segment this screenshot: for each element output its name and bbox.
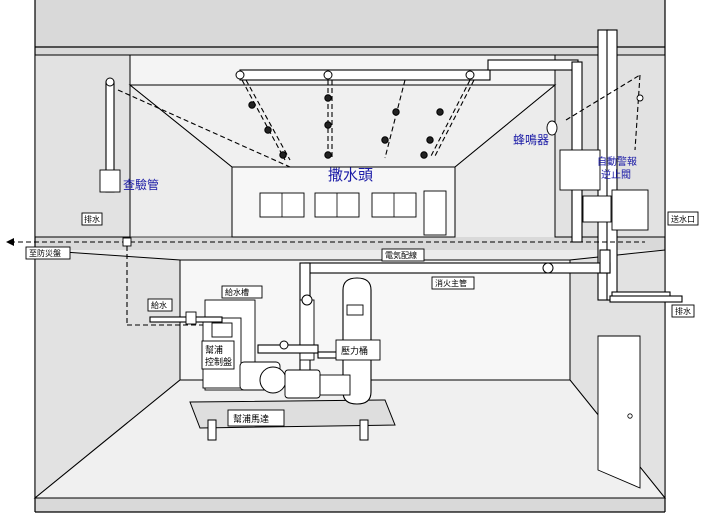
sprinkler-heads (241, 79, 475, 161)
label-to-disaster-panel: 至防災盤 (29, 248, 61, 258)
alarm-check-valve (559, 149, 601, 191)
sprinkler-head (392, 108, 400, 116)
sprinkler-head (420, 151, 428, 159)
sprinkler-head (279, 151, 287, 159)
sprinkler-head (426, 136, 434, 144)
sprinkler-head (324, 121, 332, 129)
label-auto-alarm-valve-2: 逆止閥 (601, 168, 631, 181)
label-pressure-tank: 壓力桶 (341, 345, 368, 357)
label-alarm-bell: 蜂鳴器 (513, 133, 549, 147)
alarm-bell (546, 120, 558, 136)
sprinkler-head (381, 136, 389, 144)
label-drain-left: 排水 (84, 214, 100, 224)
label-pump-control-1: 幫浦 (205, 344, 223, 356)
test-valve (99, 169, 121, 193)
label-test-pipe: 查驗管 (123, 177, 159, 192)
pump-motor-unit (239, 294, 351, 399)
fire-dept-connection-box (611, 189, 649, 231)
label-electrical-wiring: 電気配線 (385, 250, 417, 260)
label-supply-tank: 給水槽 (225, 287, 249, 297)
sprinkler-head (324, 94, 332, 102)
sprinkler-head (324, 151, 332, 159)
sprinkler-head (248, 101, 256, 109)
label-drain-right: 排水 (675, 306, 691, 316)
label-water-supply: 給水 (151, 300, 167, 310)
door-lower (597, 335, 641, 489)
label-auto-alarm-valve-1: 自動警報 (597, 155, 637, 168)
label-fire-main: 消火主管 (435, 278, 467, 288)
door-upper (423, 190, 447, 236)
sprinkler-head (264, 126, 272, 134)
label-sprinkler-head: 撒水頭 (328, 166, 373, 184)
label-fire-dept-connection: 送水口 (671, 214, 695, 224)
label-pump-motor: 幫浦馬達 (233, 413, 269, 425)
sprinkler-head (436, 108, 444, 116)
label-pump-control-2: 控制盤 (205, 356, 232, 368)
